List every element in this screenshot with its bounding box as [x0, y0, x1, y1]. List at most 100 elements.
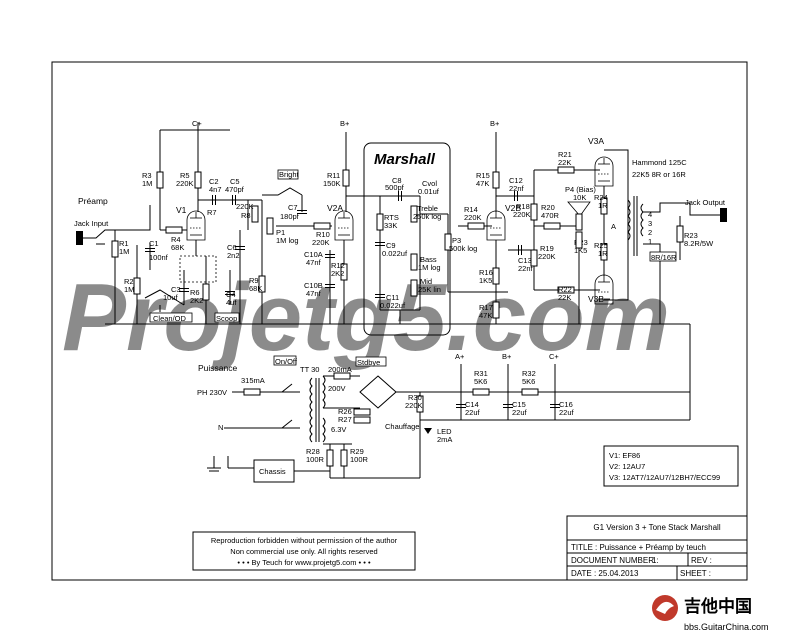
treble-value: 250k log — [413, 212, 441, 221]
r28-ref: R28 — [306, 447, 320, 456]
r3-value: 1M — [142, 179, 152, 188]
r6-value: 2K2 — [190, 296, 203, 305]
c13-value: 22nf — [518, 264, 534, 273]
c7-value: 180pf — [280, 212, 300, 221]
tube-v2a-label: V2A — [327, 203, 343, 213]
jack-input-icon — [76, 231, 83, 245]
switch-clean-od[interactable]: Clean/OD — [153, 314, 187, 323]
p3-ref: P3 — [452, 236, 461, 245]
switch-output-impedance[interactable]: 8R/16R — [651, 253, 677, 262]
r2-ref: R2 — [124, 277, 134, 286]
c8-ref: C8 — [392, 176, 402, 185]
c16-value: 22uf — [559, 408, 575, 417]
c5-value: 470pf — [225, 185, 245, 194]
r5-value: 220K — [176, 179, 194, 188]
switch-bright[interactable]: Bright — [279, 170, 300, 179]
r18-ref: R18 — [516, 202, 530, 211]
r18-value: 220K — [513, 210, 531, 219]
site-logo: 吉他中国 bbs.GuitarChina.com — [652, 595, 769, 632]
jack-output-label: Jack Output — [685, 198, 726, 207]
title-block-sheet: SHEET : — [680, 569, 711, 578]
site-logo-url[interactable]: bbs.GuitarChina.com — [684, 622, 769, 632]
c3-value: 10uf — [163, 293, 179, 302]
tap-2: 2 — [648, 228, 652, 237]
rail-b-plus-v2b: B+ — [490, 119, 500, 128]
c12-ref: C12 — [509, 176, 523, 185]
rail-c-plus-preamp: C+ — [192, 119, 202, 128]
c9-value: 0.022uf — [382, 249, 408, 258]
switch-on-off[interactable]: On/Off — [275, 357, 298, 366]
c1-ref: C1 — [149, 239, 159, 248]
title-block-doc-number: 1 — [652, 556, 657, 565]
jack-input-label: Jack Input — [74, 219, 109, 228]
r6-ref: R6 — [190, 288, 200, 297]
led-value: 2mA — [437, 435, 452, 444]
tube-legend-v3: V3: 12AT7/12AU7/12BH7/ECC99 — [609, 473, 720, 482]
c11-ref: C11 — [386, 293, 399, 302]
r27-ref: R27 — [338, 415, 352, 424]
rail-a-plus: A+ — [455, 352, 465, 361]
neutral-label: N — [218, 423, 223, 432]
sheet-border — [51, 61, 748, 581]
fuse-main: 315mA — [241, 376, 265, 385]
r11-ref: R11 — [327, 171, 340, 180]
r19-value: 220K — [538, 252, 556, 261]
mid-value: 25K lin — [418, 285, 441, 294]
c5-ref: C5 — [230, 177, 240, 186]
r9-value: 68K — [249, 284, 262, 293]
tap-4: 4 — [648, 210, 652, 219]
r17-value: 47K — [479, 311, 492, 320]
c12-value: 22nf — [509, 184, 525, 193]
rts-value: 33K — [384, 221, 397, 230]
bass-value: 1M log — [418, 263, 441, 272]
p3-value: 500k log — [449, 244, 477, 253]
switch-scoop[interactable]: Scoop — [216, 314, 237, 323]
tube-v2b-label: V2B — [505, 203, 521, 213]
r21-value: 22K — [558, 158, 571, 167]
marshall-logo: Marshall — [374, 151, 436, 168]
r28-value: 100R — [306, 455, 325, 464]
tube-v1-label: V1 — [176, 205, 187, 215]
c14-value: 22uf — [465, 408, 481, 417]
tone-stack-section: Marshall C8 500pf RTS 33K C9 0.022uf C11… — [363, 142, 451, 336]
mains-label: PH 230V — [197, 388, 227, 397]
r15-ref: R15 — [476, 171, 490, 180]
r12-value: 2K2 — [331, 269, 344, 278]
r29-value: 100R — [350, 455, 369, 464]
r32-value: 5K6 — [522, 377, 535, 386]
c4-value: 4uf — [226, 298, 237, 307]
title-block-title: TITLE : Puissance + Préamp by teuch — [571, 543, 706, 552]
switch-standby[interactable]: Stdbye — [357, 358, 380, 367]
r15-value: 47K — [476, 179, 489, 188]
tube-v3a-label: V3A — [588, 136, 604, 146]
site-logo-text: 吉他中国 — [684, 596, 752, 617]
title-block-date: DATE : 25.04.2013 — [571, 569, 639, 578]
led-icon — [424, 428, 432, 434]
r5-ref: R5 — [180, 171, 190, 180]
c11-value: 0.022uf — [380, 301, 406, 310]
bridge-rectifier — [359, 375, 397, 409]
r8-value: 220K — [236, 202, 254, 211]
tube-v3b-label: V3B — [588, 294, 604, 304]
r1-value: 1M — [119, 247, 129, 256]
notice-line-3: • • • By Teuch for www.projetg5.com • • … — [237, 558, 371, 567]
r31-ref: R31 — [474, 369, 488, 378]
c14-ref: C14 — [465, 400, 479, 409]
r31-value: 5K6 — [474, 377, 487, 386]
power-heading: Puissance — [198, 363, 237, 373]
c9-ref: C9 — [386, 241, 396, 250]
title-block: G1 Version 3 + Tone Stack Marshall TITLE… — [566, 515, 748, 581]
r22-ref: R22 — [558, 285, 572, 294]
p1-ref: P1 — [276, 228, 285, 237]
cvol-ref: Cvol — [422, 179, 437, 188]
c7-ref: C7 — [288, 203, 298, 212]
heater-voltage: 6.3V — [331, 425, 346, 434]
title-block-doc-label: DOCUMENT NUMBER : — [571, 556, 658, 565]
rts-ref: RTS — [384, 213, 399, 222]
r25-value: 1R — [598, 249, 608, 258]
ht-voltage: 200V — [328, 384, 346, 393]
c3-ref: C3 — [171, 285, 181, 294]
r14-ref: R14 — [464, 205, 478, 214]
power-supply-section: Puissance On/Off PH 230V 315mA N TT 30 2… — [197, 324, 691, 483]
